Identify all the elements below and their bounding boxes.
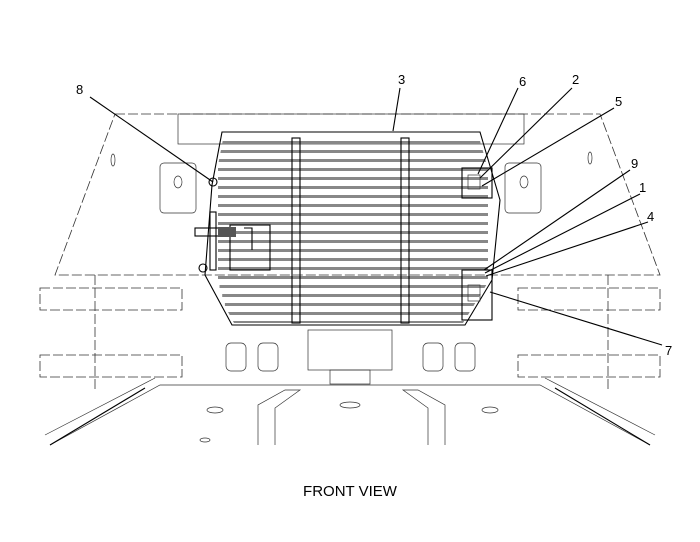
radiator-fin bbox=[218, 204, 488, 207]
leader-lines bbox=[89, 87, 663, 346]
radiator-fin bbox=[224, 303, 495, 306]
radiator-fin bbox=[218, 276, 488, 279]
view-caption: FRONT VIEW bbox=[303, 483, 397, 500]
callout-2: 2 bbox=[572, 72, 579, 87]
radiator-fin bbox=[218, 159, 488, 162]
radiator-fin bbox=[218, 222, 488, 225]
callout-6: 6 bbox=[519, 74, 526, 89]
radiator-fin bbox=[218, 141, 488, 144]
callout-1: 1 bbox=[639, 180, 646, 195]
radiator-fin bbox=[218, 240, 488, 243]
radiator-fin bbox=[218, 213, 488, 216]
radiator-fin bbox=[218, 267, 488, 270]
radiator-fin bbox=[218, 150, 488, 153]
callout-8: 8 bbox=[76, 82, 83, 97]
latch-assembly bbox=[194, 177, 271, 273]
callout-5: 5 bbox=[615, 94, 622, 109]
radiator-fin bbox=[219, 285, 490, 288]
radiator-fin bbox=[227, 312, 497, 315]
radiator-fin bbox=[218, 168, 488, 171]
radiator-fin bbox=[218, 249, 488, 252]
callout-3: 3 bbox=[398, 72, 405, 87]
radiator-fin bbox=[222, 294, 493, 297]
callout-labels: 8 3 6 2 5 9 1 4 7 bbox=[76, 72, 672, 358]
hinge-brackets bbox=[461, 167, 493, 321]
frame-lower bbox=[39, 275, 661, 446]
callout-9: 9 bbox=[631, 156, 638, 171]
radiator-fin bbox=[230, 321, 497, 323]
radiator-fin bbox=[218, 195, 488, 198]
callout-7: 7 bbox=[665, 343, 672, 358]
radiator-fin bbox=[218, 231, 488, 234]
radiator-fin bbox=[218, 258, 488, 261]
radiator-fin bbox=[218, 186, 488, 189]
radiator-fin bbox=[218, 177, 488, 180]
callout-4: 4 bbox=[647, 209, 654, 224]
